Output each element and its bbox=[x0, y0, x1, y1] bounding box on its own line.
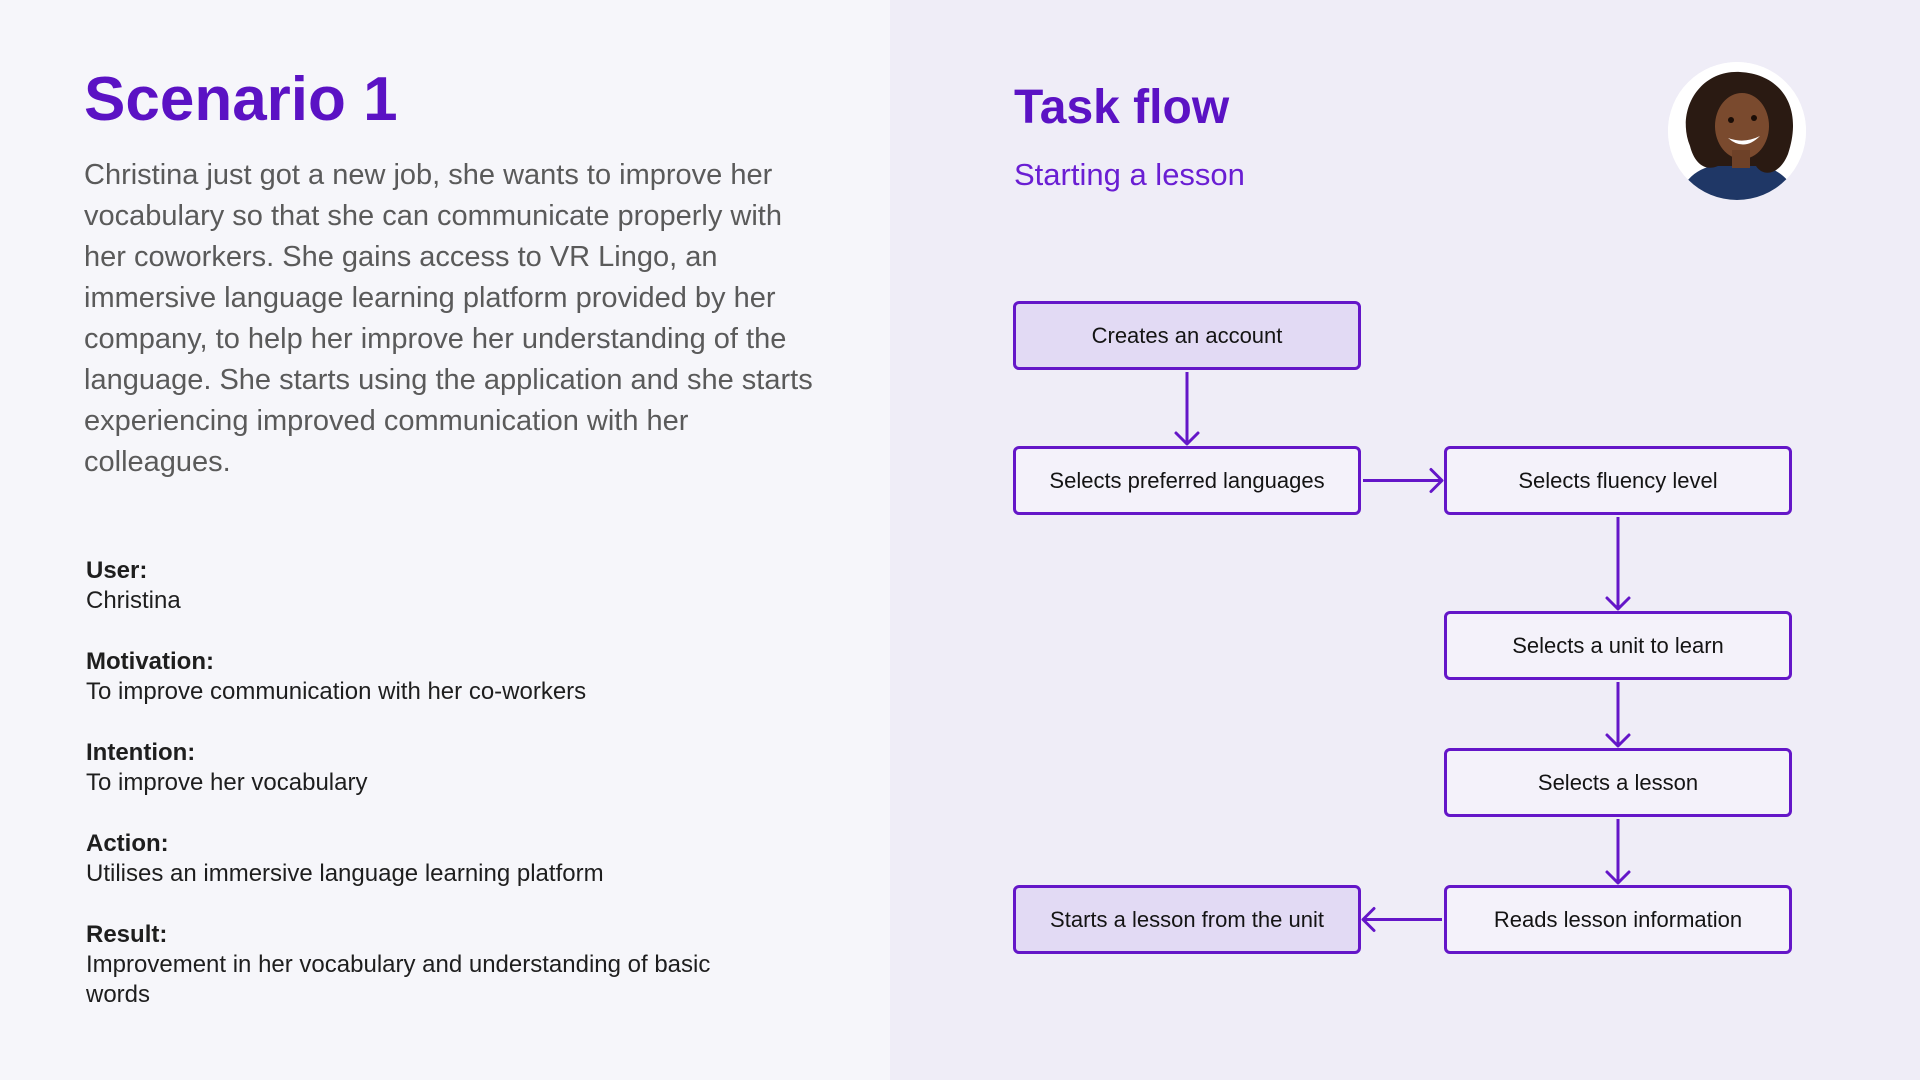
flow-node-label: Selects a lesson bbox=[1537, 769, 1699, 795]
detail-value: To improve communication with her co-wor… bbox=[86, 678, 587, 705]
flow-node-read-info: Reads lesson information bbox=[1444, 885, 1792, 954]
taskflow-title: Task flow bbox=[1014, 81, 1230, 134]
scenario-description: Christina just got a new job, she wants … bbox=[84, 159, 813, 478]
detail-action: Action: Utilises an immersive language l… bbox=[86, 829, 726, 889]
flow-node-create-account: Creates an account bbox=[1013, 301, 1361, 370]
flow-node-label: Reads lesson information bbox=[1493, 906, 1743, 932]
detail-intention: Intention: To improve her vocabulary bbox=[86, 738, 726, 798]
flow-node-label: Selects preferred languages bbox=[1049, 467, 1325, 493]
taskflow-subtitle: Starting a lesson bbox=[1014, 157, 1245, 192]
scenario-details: User: Christina Motivation: To improve c… bbox=[86, 556, 726, 1041]
flow-node-fluency-level: Selects fluency level bbox=[1444, 446, 1792, 515]
detail-label: Intention: bbox=[86, 739, 196, 766]
detail-result: Result: Improvement in her vocabulary an… bbox=[86, 920, 726, 1010]
detail-motivation: Motivation: To improve communication wit… bbox=[86, 647, 726, 707]
flow-node-label: Starts a lesson from the unit bbox=[1050, 906, 1324, 932]
flow-node-label: Selects a unit to learn bbox=[1512, 632, 1724, 658]
scenario-title: Scenario 1 bbox=[84, 65, 398, 134]
flow-node-select-lesson: Selects a lesson bbox=[1444, 748, 1792, 817]
detail-user: User: Christina bbox=[86, 556, 726, 616]
detail-label: Result: bbox=[86, 921, 168, 948]
flow-node-label: Creates an account bbox=[1091, 322, 1283, 348]
flow-node-select-unit: Selects a unit to learn bbox=[1444, 611, 1792, 680]
flow-node-label: Selects fluency level bbox=[1518, 467, 1718, 493]
avatar-portrait-icon bbox=[1668, 62, 1806, 200]
avatar bbox=[1668, 62, 1806, 200]
flow-node-start-lesson: Starts a lesson from the unit bbox=[1013, 885, 1361, 954]
detail-label: User: bbox=[86, 557, 148, 584]
scenario-panel bbox=[0, 0, 890, 1080]
detail-value: Christina bbox=[86, 587, 181, 614]
detail-value: Utilises an immersive language learning … bbox=[86, 860, 604, 887]
detail-label: Action: bbox=[86, 830, 169, 857]
detail-value: Improvement in her vocabulary and unders… bbox=[86, 951, 711, 1008]
detail-value: To improve her vocabulary bbox=[86, 769, 368, 796]
flow-node-preferred-languages: Selects preferred languages bbox=[1013, 446, 1361, 515]
detail-label: Motivation: bbox=[86, 648, 214, 675]
